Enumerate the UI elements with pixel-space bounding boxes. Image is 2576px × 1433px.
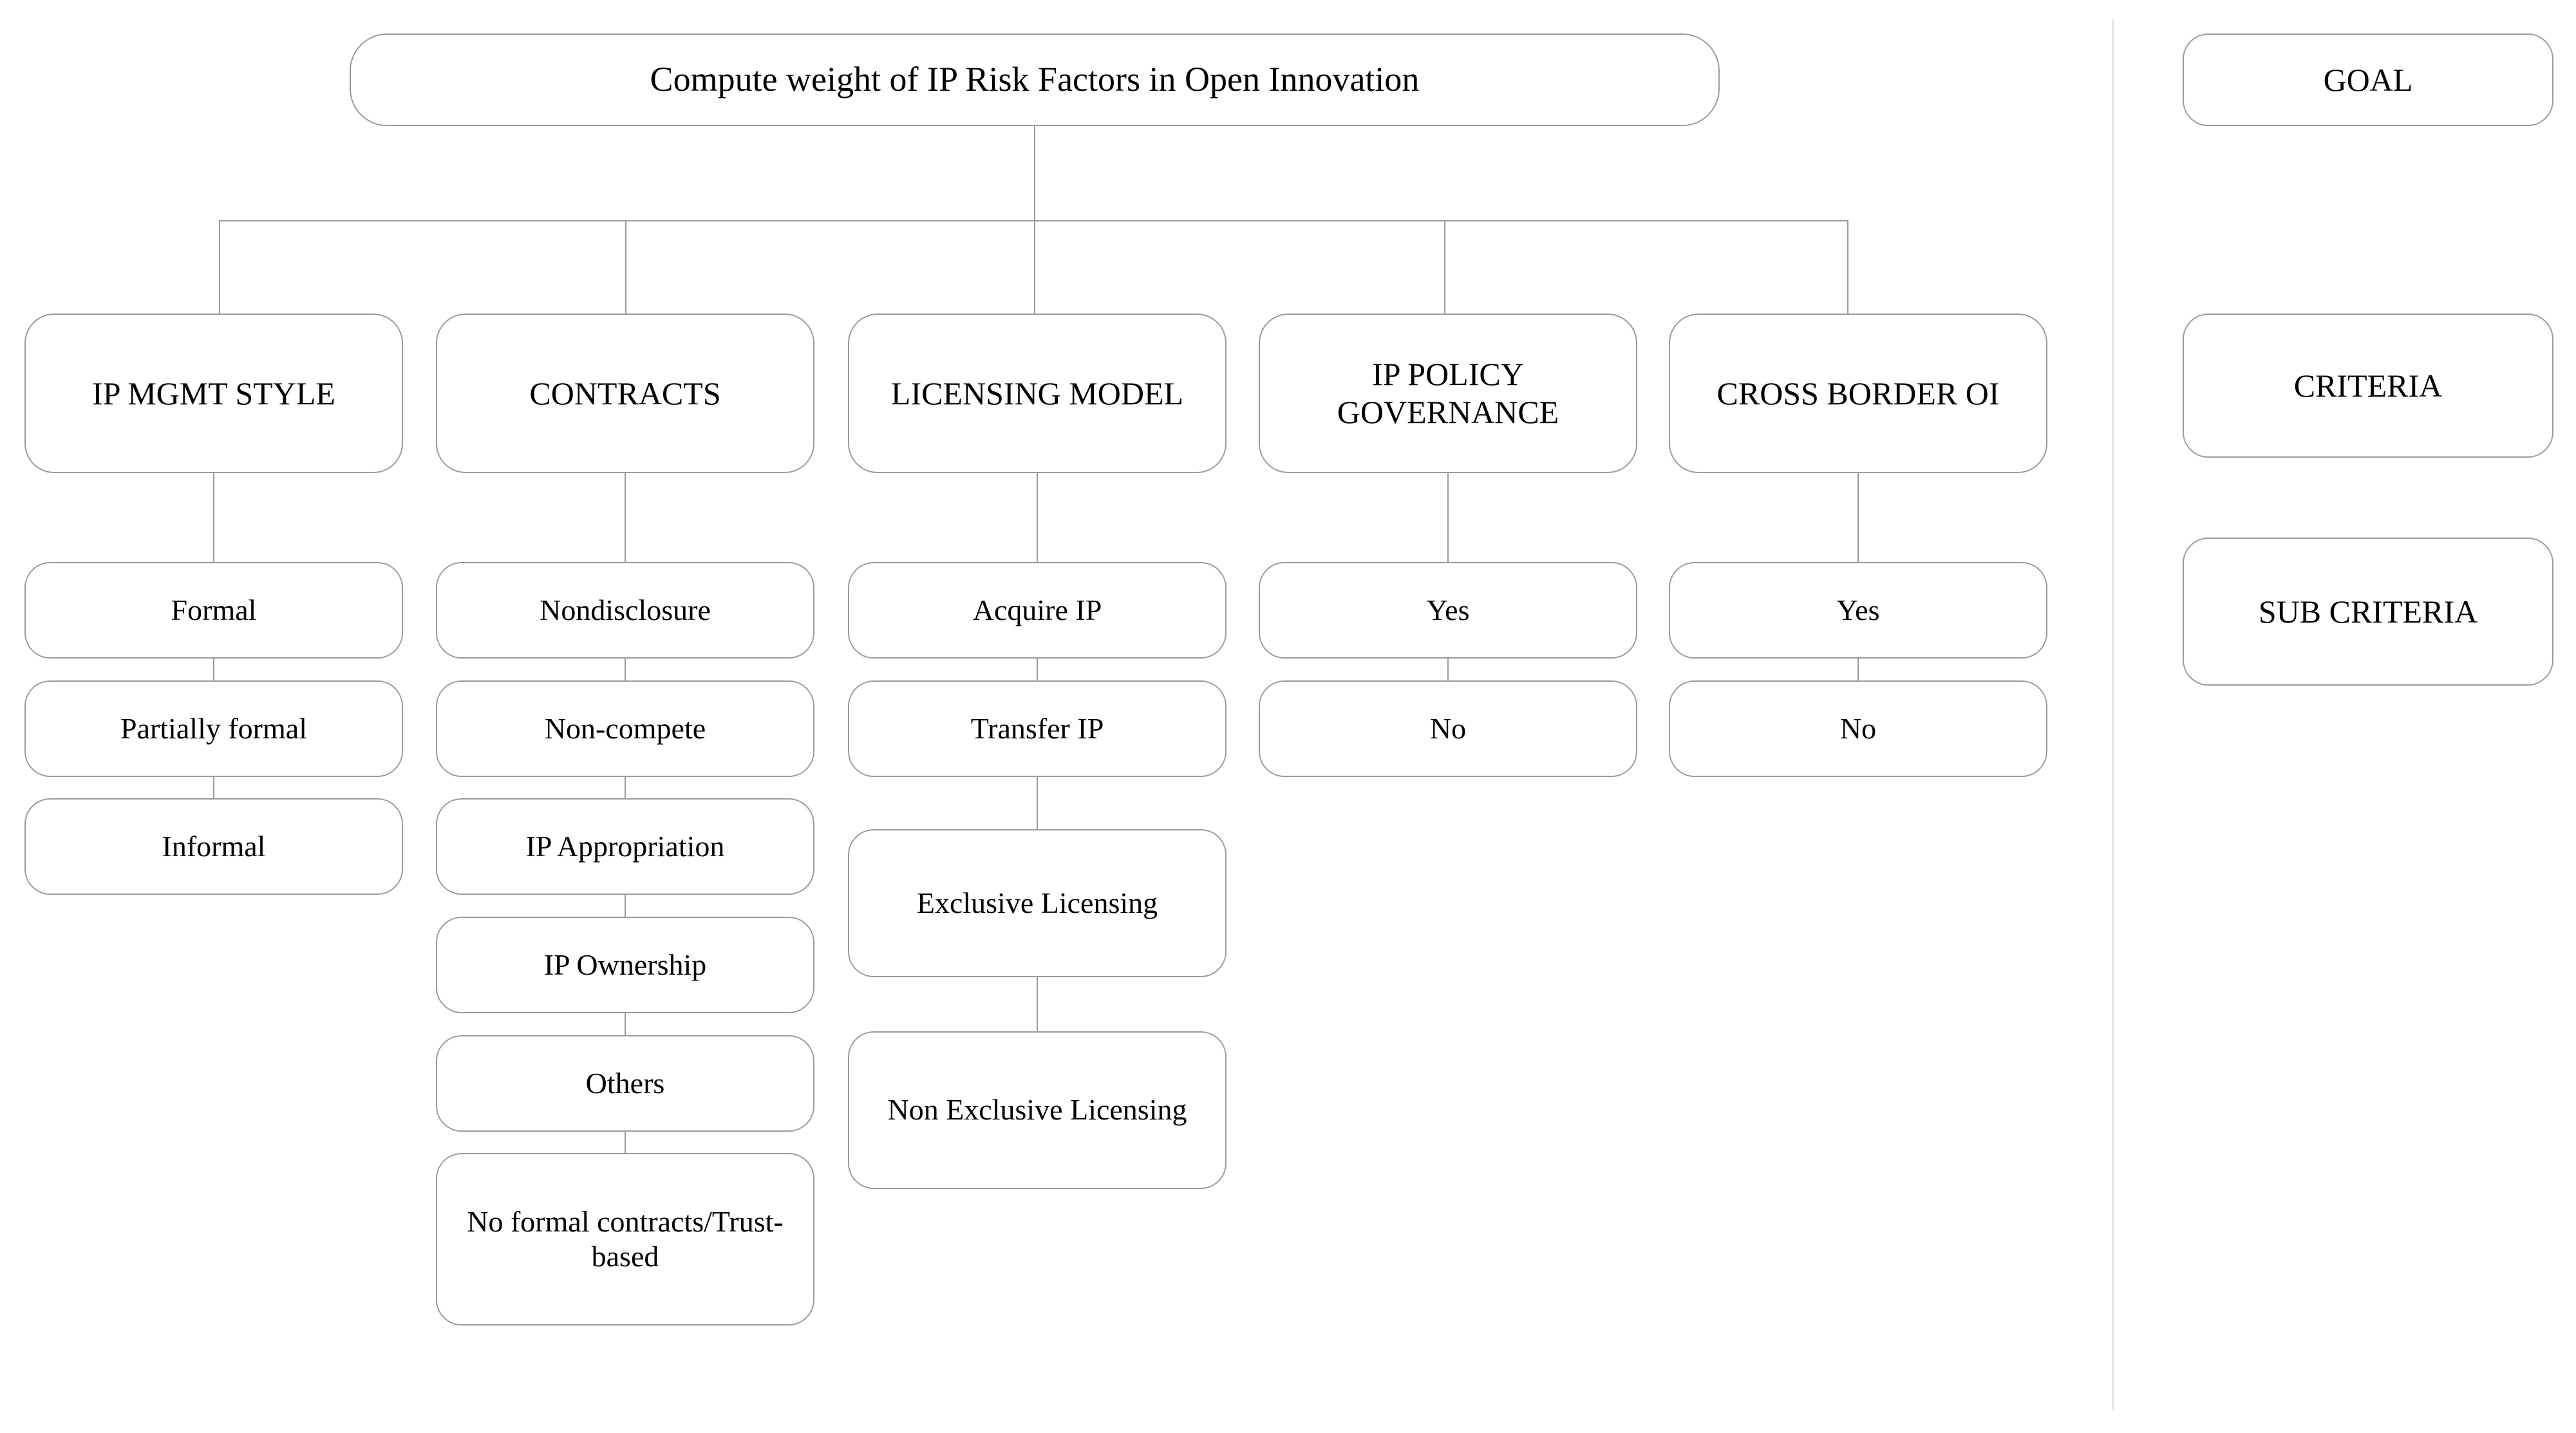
- criteria-label-2: CONTRACTS: [529, 375, 721, 411]
- criteria-node-contracts[interactable]: CONTRACTS: [436, 314, 814, 473]
- connector-criteria-3-to-sub: [1037, 473, 1038, 563]
- sub-criteria-node-nondisclosure[interactable]: Nondisclosure: [436, 562, 814, 659]
- connector-criteria-4-to-sub: [1447, 473, 1449, 563]
- sub-criteria-label-2-6: No formal contracts/Trust-based: [467, 1204, 784, 1273]
- sub-criteria-label-3-2: Transfer IP: [970, 711, 1104, 745]
- connector-sub-1-1-to-1-2: [213, 659, 214, 691]
- sub-criteria-label-2-4: IP Ownership: [543, 948, 707, 981]
- sub-criteria-label-2-5: Others: [585, 1066, 665, 1100]
- connector-drop-criteria-3: [1034, 220, 1035, 314]
- sub-criteria-node-partially-formal[interactable]: Partially formal: [24, 680, 403, 777]
- sub-criteria-node-transfer-ip[interactable]: Transfer IP: [848, 680, 1227, 777]
- sub-criteria-label-3-3: Exclusive Licensing: [916, 886, 1158, 919]
- connector-goal-stem: [1034, 126, 1035, 221]
- goal-node[interactable]: Compute weight of IP Risk Factors in Ope…: [350, 33, 1720, 126]
- legend-label-sub-criteria: SUB CRITERIA: [2258, 593, 2478, 630]
- sub-criteria-label-3-1: Acquire IP: [972, 593, 1102, 626]
- sub-criteria-node-non-compete[interactable]: Non-compete: [436, 680, 814, 777]
- sub-criteria-label-5-2: No: [1839, 711, 1877, 745]
- connector-drop-criteria-1: [219, 220, 220, 314]
- sub-criteria-label-5-1: Yes: [1836, 593, 1880, 626]
- sub-criteria-node-others[interactable]: Others: [436, 1035, 814, 1132]
- criteria-label-3: LICENSING MODEL: [890, 375, 1184, 411]
- connector-sub-2-1-to-2-2: [625, 659, 626, 691]
- connector-sub-2-2-to-2-3: [625, 777, 626, 809]
- criteria-node-ip-mgmt-style[interactable]: IP MGMT STYLE: [24, 314, 403, 473]
- legend-divider: [2112, 19, 2114, 1410]
- legend-label-criteria: CRITERIA: [2293, 367, 2443, 404]
- connector-sub-3-1-to-3-2: [1037, 659, 1038, 691]
- sub-criteria-label-2-1: Nondisclosure: [540, 593, 711, 626]
- goal-label: Compute weight of IP Risk Factors in Ope…: [650, 60, 1420, 99]
- connector-criteria-5-to-sub: [1857, 473, 1859, 563]
- criteria-node-cross-border-oi[interactable]: CROSS BORDER OI: [1669, 314, 2047, 473]
- criteria-node-ip-policy-governance[interactable]: IP POLICY GOVERNANCE: [1259, 314, 1637, 473]
- sub-criteria-label-2-3: IP Appropriation: [525, 829, 725, 863]
- connector-sub-2-5-to-2-6: [625, 1132, 626, 1164]
- criteria-label-1: IP MGMT STYLE: [92, 375, 335, 411]
- sub-criteria-node-non-exclusive-licensing[interactable]: Non Exclusive Licensing: [848, 1031, 1227, 1189]
- connector-sub-1-2-to-1-3: [213, 777, 214, 809]
- connector-drop-criteria-4: [1444, 220, 1445, 314]
- sub-criteria-label-3-4: Non Exclusive Licensing: [887, 1093, 1187, 1127]
- connector-sub-5-1-to-5-2: [1857, 659, 1859, 691]
- sub-criteria-node-acquire-ip[interactable]: Acquire IP: [848, 562, 1227, 659]
- connector-drop-criteria-5: [1847, 220, 1848, 314]
- sub-criteria-label-1-2: Partially formal: [120, 711, 307, 745]
- sub-criteria-label-1-1: Formal: [171, 593, 257, 626]
- connector-sub-3-3-to-3-4: [1037, 977, 1038, 1042]
- connector-sub-4-1-to-4-2: [1447, 659, 1449, 691]
- legend-node-criteria[interactable]: CRITERIA: [2183, 314, 2553, 458]
- sub-criteria-label-4-2: No: [1429, 711, 1467, 745]
- sub-criteria-node-cross-border-yes[interactable]: Yes: [1669, 562, 2047, 659]
- connector-drop-criteria-2: [625, 220, 626, 314]
- sub-criteria-node-exclusive-licensing[interactable]: Exclusive Licensing: [848, 829, 1227, 977]
- connector-sub-3-2-to-3-3: [1037, 777, 1038, 841]
- connector-criteria-1-to-sub: [213, 473, 214, 563]
- legend-node-goal[interactable]: GOAL: [2183, 33, 2553, 126]
- sub-criteria-node-ip-ownership[interactable]: IP Ownership: [436, 917, 814, 1013]
- connector-sub-2-4-to-2-5: [625, 1013, 626, 1045]
- sub-criteria-label-2-2: Non-compete: [544, 711, 706, 745]
- criteria-node-licensing-model[interactable]: LICENSING MODEL: [848, 314, 1227, 473]
- connector-sub-2-3-to-2-4: [625, 895, 626, 927]
- sub-criteria-node-informal[interactable]: Informal: [24, 798, 403, 895]
- sub-criteria-node-governance-yes[interactable]: Yes: [1259, 562, 1637, 659]
- sub-criteria-label-1-3: Informal: [162, 829, 266, 863]
- criteria-label-5: CROSS BORDER OI: [1716, 375, 2000, 411]
- legend-label-goal: GOAL: [2323, 61, 2413, 98]
- legend-node-sub-criteria[interactable]: SUB CRITERIA: [2183, 538, 2553, 686]
- sub-criteria-node-cross-border-no[interactable]: No: [1669, 680, 2047, 777]
- sub-criteria-node-no-formal-contracts[interactable]: No formal contracts/Trust-based: [436, 1153, 814, 1325]
- sub-criteria-node-ip-appropriation[interactable]: IP Appropriation: [436, 798, 814, 895]
- sub-criteria-node-governance-no[interactable]: No: [1259, 680, 1637, 777]
- connector-criteria-bus: [219, 220, 1848, 221]
- criteria-label-4: IP POLICY GOVERNANCE: [1337, 356, 1559, 430]
- sub-criteria-node-formal[interactable]: Formal: [24, 562, 403, 659]
- connector-criteria-2-to-sub: [625, 473, 626, 563]
- sub-criteria-label-4-1: Yes: [1426, 593, 1470, 626]
